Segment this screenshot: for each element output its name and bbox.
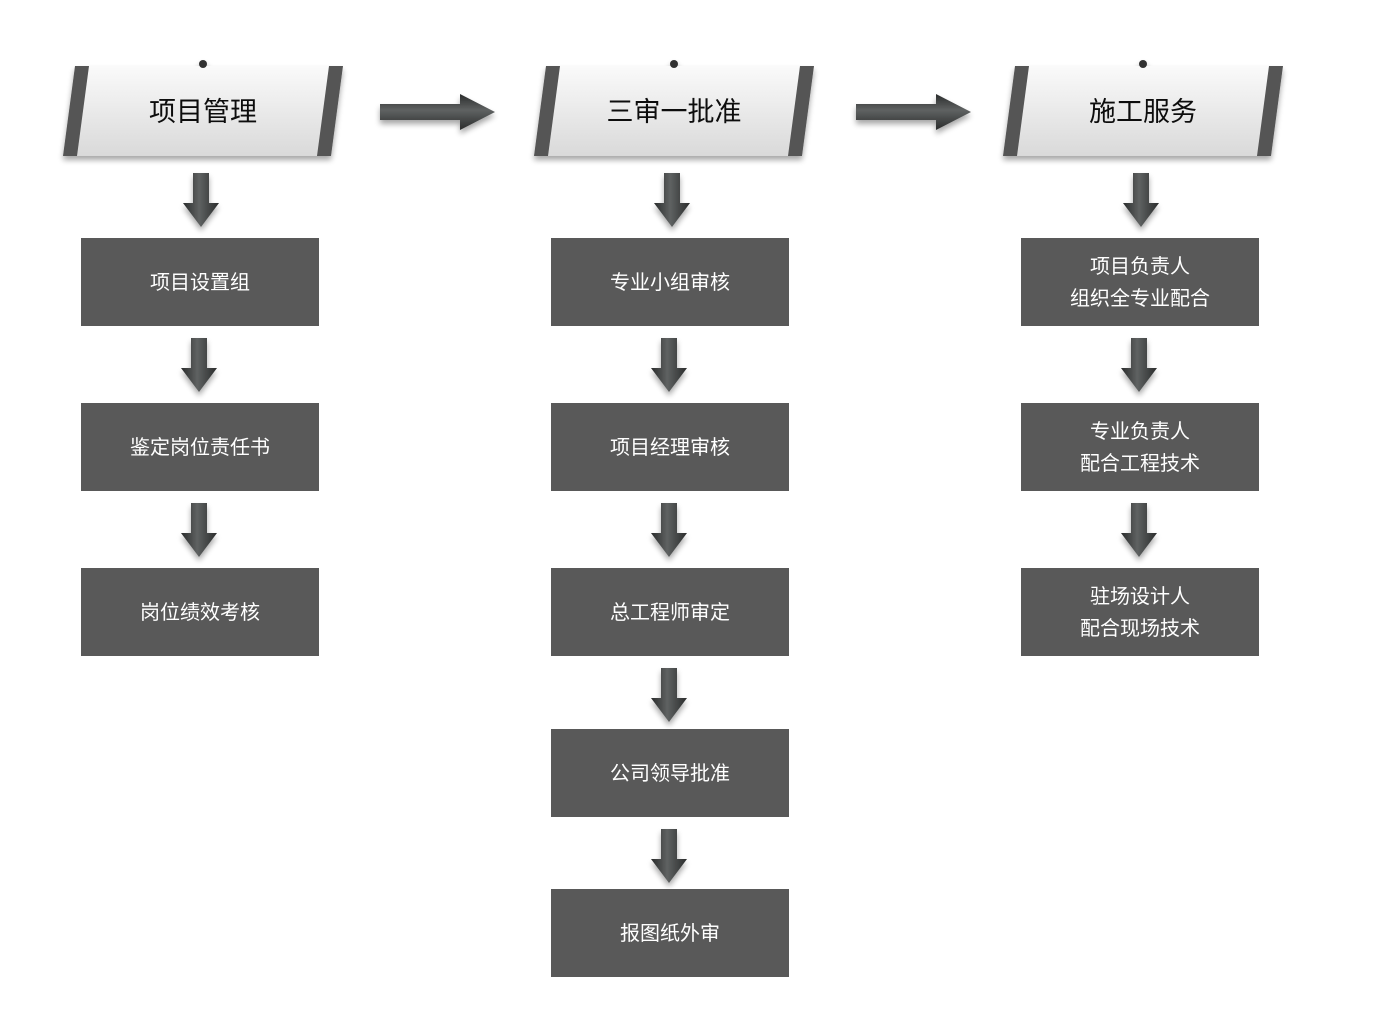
column-header: 施工服务 [1003, 60, 1283, 156]
step-box-label: 驻场设计人 [1090, 584, 1190, 608]
step-box: 报图纸外审 [551, 889, 789, 977]
column-header: 三审一批准 [534, 60, 814, 156]
step-box-label: 项目设置组 [150, 270, 250, 294]
header-side-left [534, 66, 560, 156]
step-box: 项目经理审核 [551, 403, 789, 491]
header-side-right [317, 66, 343, 156]
pin-dot [199, 60, 207, 68]
step-box-bg [551, 568, 789, 656]
column-header-label: 施工服务 [1089, 97, 1197, 128]
header-side-left [63, 66, 89, 156]
step-box-label: 配合工程技术 [1080, 451, 1200, 475]
step-box-label: 总工程师审定 [610, 600, 730, 624]
step-box-bg [81, 568, 319, 656]
step-box: 项目设置组 [81, 238, 319, 326]
step-box-bg [551, 403, 789, 491]
step-box-bg [551, 889, 789, 977]
step-box: 专业小组审核 [551, 238, 789, 326]
step-box-bg [1021, 568, 1259, 656]
pin-dot [670, 60, 678, 68]
step-box-label: 岗位绩效考核 [140, 600, 260, 624]
step-box: 鉴定岗位责任书 [81, 403, 319, 491]
header-face [1003, 66, 1283, 156]
down-arrow [651, 338, 687, 392]
header-side-right [1257, 66, 1283, 156]
header-side-left [1003, 66, 1029, 156]
step-box-label: 鉴定岗位责任书 [130, 435, 270, 459]
step-box-bg [551, 729, 789, 817]
step-box: 总工程师审定 [551, 568, 789, 656]
step-box-label: 专业负责人 [1090, 419, 1190, 443]
header-face [63, 66, 343, 156]
down-arrow [651, 668, 687, 722]
step-box-bg [1021, 238, 1259, 326]
down-arrow [651, 829, 687, 883]
step-box-label: 报图纸外审 [620, 921, 720, 945]
header-side-right [788, 66, 814, 156]
step-box-label: 项目负责人 [1090, 254, 1190, 278]
column-header-label: 三审一批准 [607, 97, 742, 128]
pin-dot [1139, 60, 1147, 68]
right-arrow [856, 94, 971, 130]
step-box-label: 项目经理审核 [610, 435, 730, 459]
column-header-label: 项目管理 [149, 97, 257, 128]
column-header: 项目管理 [63, 60, 343, 156]
down-arrow [1121, 338, 1157, 392]
step-box-label: 配合现场技术 [1080, 616, 1200, 640]
down-arrow [654, 173, 690, 227]
down-arrow [181, 503, 217, 557]
down-arrow [183, 173, 219, 227]
down-arrow [651, 503, 687, 557]
down-arrow [1123, 173, 1159, 227]
step-box-label: 专业小组审核 [610, 270, 730, 294]
right-arrow [380, 94, 495, 130]
down-arrow [1121, 503, 1157, 557]
down-arrow [181, 338, 217, 392]
step-box-label: 公司领导批准 [610, 761, 730, 785]
step-box: 岗位绩效考核 [81, 568, 319, 656]
step-box: 公司领导批准 [551, 729, 789, 817]
step-box-bg [81, 403, 319, 491]
step-box-bg [81, 238, 319, 326]
step-box-bg [551, 238, 789, 326]
header-face [534, 66, 814, 156]
step-box-bg [1021, 403, 1259, 491]
step-box-label: 组织全专业配合 [1070, 286, 1210, 310]
